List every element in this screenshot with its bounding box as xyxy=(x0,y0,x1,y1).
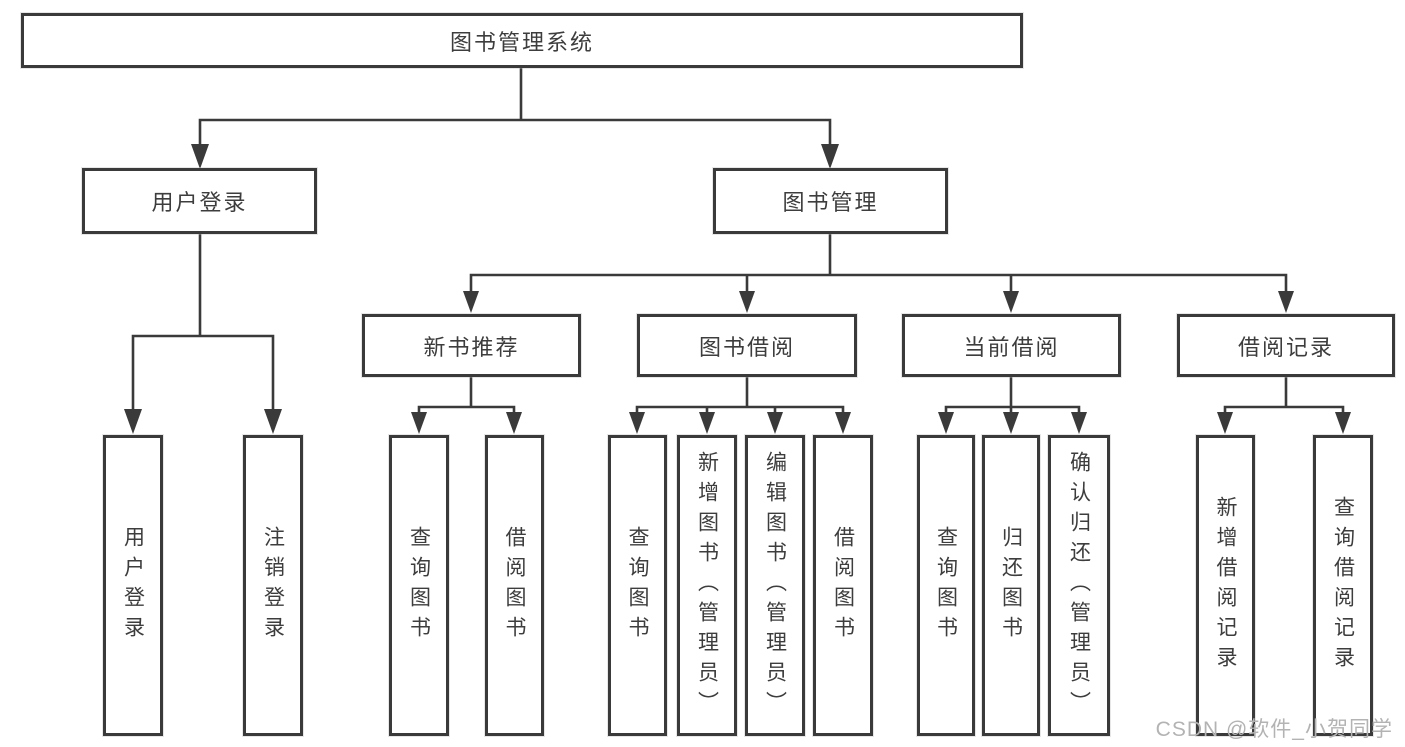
leaf-label: 编辑图书（管理员） xyxy=(763,450,787,721)
leaf-query-books-current: 查询图书 xyxy=(917,435,975,736)
leaf-edit-books-admin: 编辑图书（管理员） xyxy=(745,435,805,736)
leaf-label: 借阅图书 xyxy=(831,525,855,646)
leaf-label: 用户登录 xyxy=(121,525,145,646)
node-label: 新书推荐 xyxy=(423,334,520,360)
leaf-add-borrow-record: 新增借阅记录 xyxy=(1196,435,1255,736)
leaf-label: 新增图书（管理员） xyxy=(695,450,719,721)
node-label: 图书管理系统 xyxy=(449,29,594,55)
leaf-query-borrow-record: 查询借阅记录 xyxy=(1313,435,1373,736)
leaf-label: 确认归还（管理员） xyxy=(1067,450,1091,721)
leaf-logout: 注销登录 xyxy=(243,435,303,736)
node-label: 借阅记录 xyxy=(1237,334,1334,360)
leaf-label: 查询图书 xyxy=(626,525,649,646)
leaf-add-books-admin: 新增图书（管理员） xyxy=(677,435,737,736)
connector-user-login-to-leaves xyxy=(131,234,275,412)
leaf-query-books-recommend: 查询图书 xyxy=(389,435,449,736)
leaf-label: 注销登录 xyxy=(261,525,285,646)
leaf-user-login: 用户登录 xyxy=(103,435,163,736)
leaf-borrow-books-recommend: 借阅图书 xyxy=(485,435,544,736)
connector-book-borrow-to-leaves xyxy=(635,377,845,415)
connector-new-book-to-leaves xyxy=(417,377,516,415)
node-book-management: 图书管理 xyxy=(713,168,948,234)
leaf-label: 查询图书 xyxy=(407,525,431,646)
node-library-management-system: 图书管理系统 xyxy=(21,13,1023,68)
connector-root-to-level2 xyxy=(198,68,832,147)
node-label: 图书管理 xyxy=(782,190,879,215)
leaf-return-books: 归还图书 xyxy=(982,435,1040,736)
node-label: 用户登录 xyxy=(151,190,248,215)
node-label: 图书借阅 xyxy=(698,334,795,360)
connector-borrow-records-to-leaves xyxy=(1223,377,1345,415)
arrowheads xyxy=(124,144,1351,434)
leaf-label: 查询借阅记录 xyxy=(1331,495,1355,676)
node-user-login: 用户登录 xyxy=(82,168,317,234)
leaf-label: 新增借阅记录 xyxy=(1214,495,1237,676)
node-current-borrowing: 当前借阅 xyxy=(902,314,1121,377)
node-new-book-recommend: 新书推荐 xyxy=(362,314,581,377)
leaf-confirm-return-admin: 确认归还（管理员） xyxy=(1048,435,1110,736)
connector-current-borrow-to-leaves xyxy=(944,377,1081,415)
csdn-watermark: CSDN @软件_小贺同学 xyxy=(1155,718,1393,741)
connector-book-management-to-level3 xyxy=(469,234,1288,294)
leaf-label: 归还图书 xyxy=(999,525,1023,646)
node-label: 当前借阅 xyxy=(963,334,1060,360)
leaf-label: 查询图书 xyxy=(934,525,958,646)
leaf-label: 借阅图书 xyxy=(503,525,526,646)
leaf-borrow-books: 借阅图书 xyxy=(813,435,873,736)
node-book-borrowing: 图书借阅 xyxy=(637,314,857,377)
leaf-query-books-borrowing: 查询图书 xyxy=(608,435,667,736)
node-borrowing-records: 借阅记录 xyxy=(1177,314,1395,377)
